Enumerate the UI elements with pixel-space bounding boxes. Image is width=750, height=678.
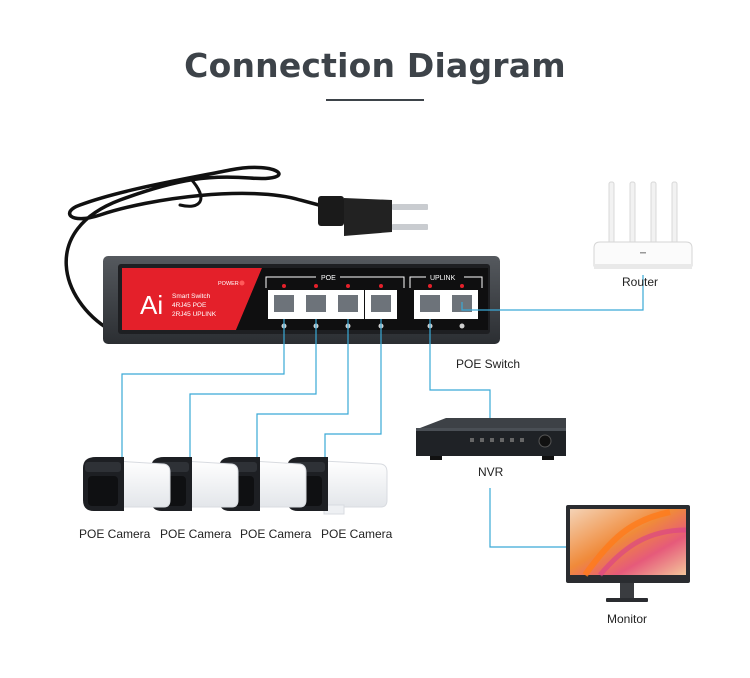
power-cord [64,165,332,332]
line-router [461,275,644,311]
line-monitor [489,488,566,548]
page-title: Connection Diagram [184,46,566,85]
switch-line2: 4RJ45 POE [172,302,207,309]
line-camera-2 [189,319,317,460]
connector-lines [121,275,644,548]
line-camera-3 [256,319,349,460]
switch-line3: 2RJ45 UPLINK [172,311,217,318]
camera-label-3: POE Camera [240,527,312,541]
poe-port-3 [332,284,364,329]
uplink-port-1 [414,284,446,329]
nvr-device [416,418,566,460]
camera-label-4: POE Camera [321,527,393,541]
uplink-group-label: UPLINK [430,275,456,282]
title-underline [326,99,424,101]
switch-logo: Ai [140,290,163,320]
poe-port-2 [300,284,332,329]
switch-red-panel [122,268,262,330]
line-camera-1 [121,319,285,460]
line-nvr [429,319,491,418]
poe-port-1 [268,284,300,329]
monitor-label: Monitor [607,612,648,626]
power-plug [318,196,428,236]
power-led [239,280,245,286]
camera-label-2: POE Camera [160,527,232,541]
monitor-device [566,505,690,602]
poe-group-bracket [265,276,405,288]
poe-switch-label: POE Switch [456,357,521,371]
switch-line1: Smart Switch [172,293,211,300]
line-camera-4 [324,319,382,460]
poe-switch: Ai Smart Switch 4RJ45 POE 2RJ45 UPLINK P… [103,256,500,344]
router-device [593,181,693,269]
camera-label-1: POE Camera [79,527,151,541]
uplink-group-bracket [409,276,483,288]
poe-group-label: POE [321,275,336,282]
poe-camera-1 [83,457,171,511]
power-label: POWER [218,281,239,287]
router-label: Router [622,275,659,289]
poe-port-4 [365,284,397,329]
nvr-label: NVR [478,465,504,479]
